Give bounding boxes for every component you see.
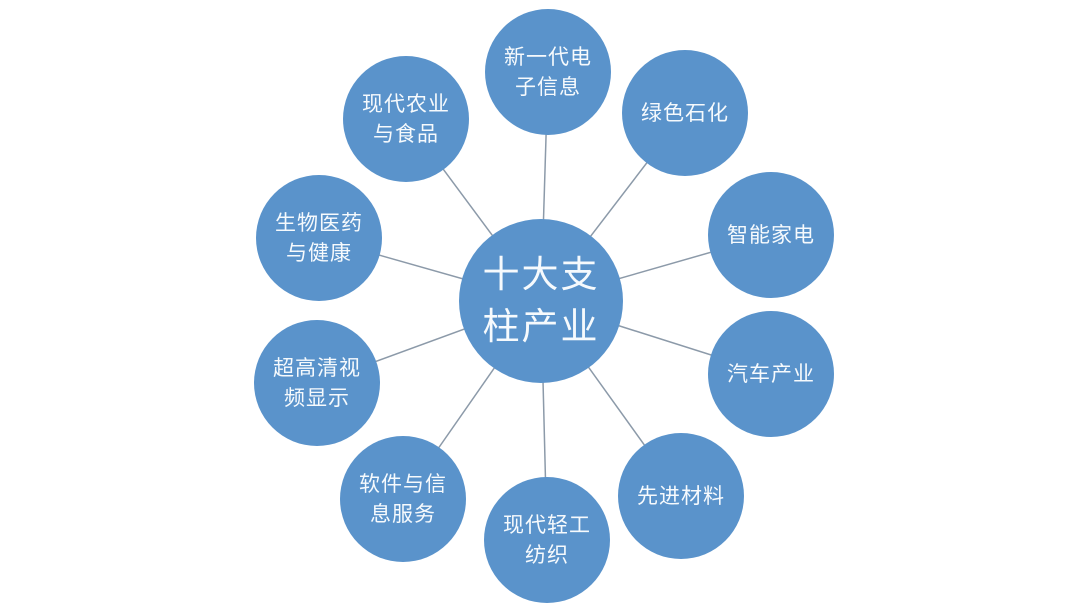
node-modern-light-industry-textile: 现代轻工 纺织 [484, 477, 610, 603]
node-label: 生物医药 与健康 [275, 210, 363, 265]
node-green-petrochemical: 绿色石化 [622, 50, 748, 176]
node-label: 汽车产业 [727, 361, 815, 386]
node-label: 先进材料 [637, 483, 725, 508]
node-label: 现代轻工 纺织 [503, 512, 591, 567]
hub-ten-pillar-industries: 十大支 柱产业 [459, 219, 623, 383]
node-label: 超高清视 频显示 [273, 355, 361, 410]
node-modern-agriculture-food: 现代农业 与食品 [343, 56, 469, 182]
node-ultra-hd-video-display: 超高清视 频显示 [254, 320, 380, 446]
node-automobile-industry: 汽车产业 [708, 311, 834, 437]
node-new-gen-electronic-info: 新一代电 子信息 [485, 9, 611, 135]
node-biomedicine-health: 生物医药 与健康 [256, 175, 382, 301]
node-label: 现代农业 与食品 [362, 91, 450, 146]
hub-label: 十大支 柱产业 [482, 253, 600, 348]
node-software-info-services: 软件与信 息服务 [340, 436, 466, 562]
node-smart-home-appliances: 智能家电 [708, 172, 834, 298]
node-label: 绿色石化 [641, 100, 729, 125]
node-label: 软件与信 息服务 [359, 471, 447, 526]
node-label: 新一代电 子信息 [504, 44, 592, 99]
node-label: 智能家电 [727, 222, 815, 247]
node-advanced-materials: 先进材料 [618, 433, 744, 559]
